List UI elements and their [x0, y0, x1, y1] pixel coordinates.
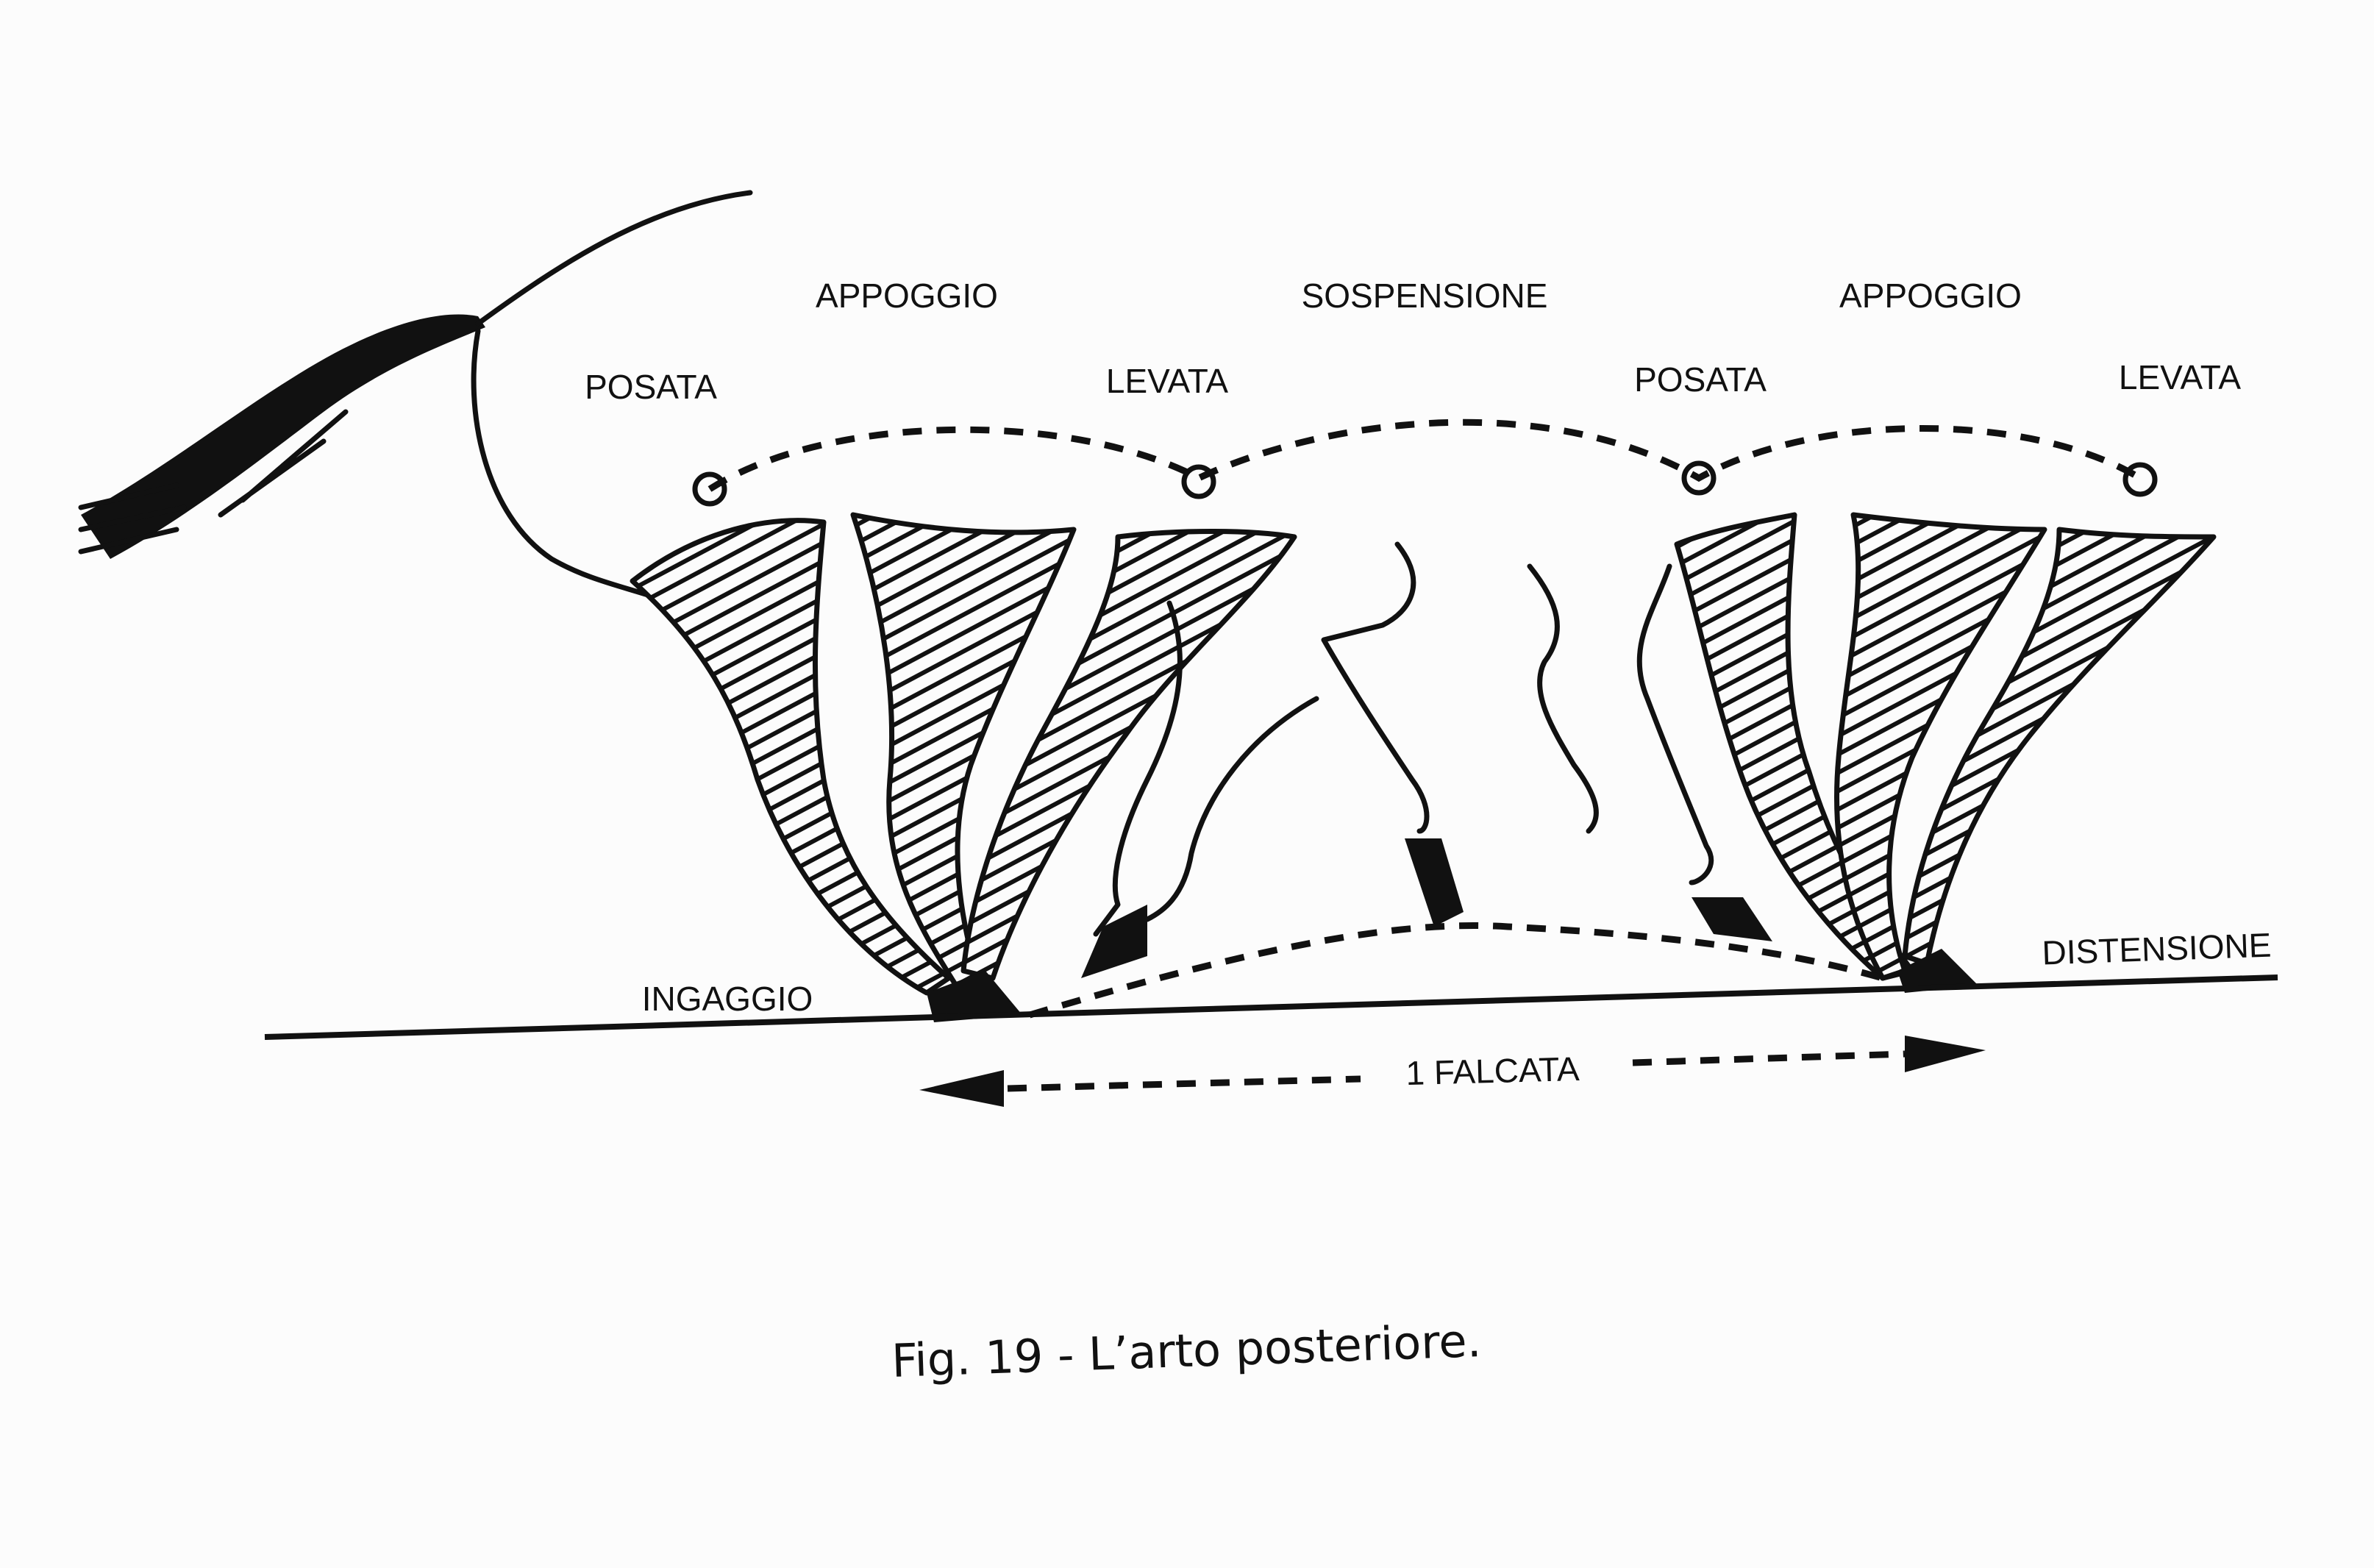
leg-appoggio-3 — [1834, 512, 2047, 981]
label-appoggio-2: APPOGGIO — [1839, 277, 2022, 315]
stance-legs — [630, 512, 2217, 996]
label-appoggio-1: APPOGGIO — [816, 277, 998, 315]
arrow-left-icon — [919, 1070, 1004, 1107]
label-posata-1: POSATA — [585, 368, 717, 406]
hip-point — [2122, 462, 2158, 497]
leg-appoggio-2 — [960, 529, 1297, 981]
hip-point — [1681, 460, 1717, 496]
arrow-right-icon — [1905, 1036, 1986, 1072]
stride-arrow — [919, 1036, 1986, 1107]
swing-legs — [1081, 541, 1772, 978]
hip-trajectory — [707, 418, 2142, 492]
label-posata-2: POSATA — [1634, 360, 1767, 399]
leg-posata-1 — [630, 518, 952, 996]
label-falcata: 1 FALCATA — [1405, 1050, 1580, 1092]
hoof-trajectory — [1028, 922, 1884, 1019]
label-distensione: DISTENSIONE — [2042, 926, 2272, 972]
hip-point — [692, 471, 727, 507]
leg-appoggio-1 — [850, 512, 1077, 988]
label-levata-1: LEVATA — [1106, 362, 1228, 400]
hoof-distensione — [1897, 949, 1978, 993]
label-levata-2: LEVATA — [2119, 358, 2241, 396]
hip-point — [1181, 464, 1216, 499]
figure-caption: Fig. 19 - L’arto posteriore. — [891, 1314, 1482, 1388]
ground-line — [264, 974, 2278, 1040]
label-ingaggio: INGAGGIO — [642, 980, 813, 1018]
label-sospensione: SOSPENSIONE — [1302, 277, 1548, 315]
leg-levata-2 — [1902, 527, 2217, 966]
hoof-ingaggio — [927, 971, 1022, 1022]
